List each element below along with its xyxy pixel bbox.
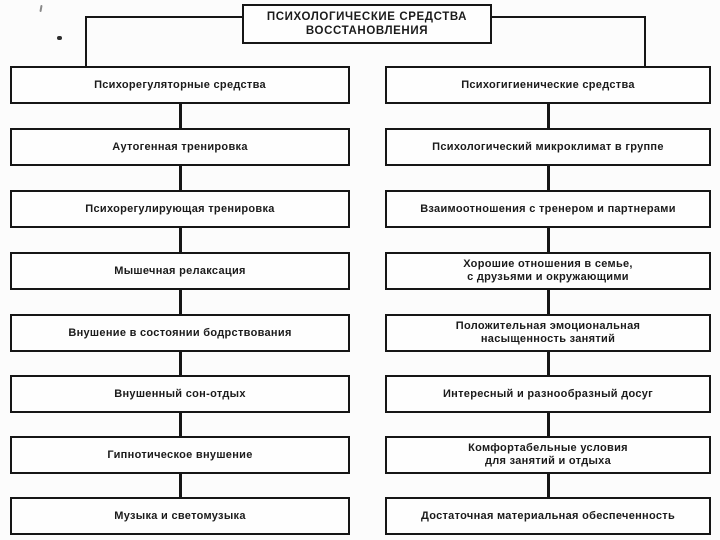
box-label: Комфортабельные условия для занятий и от… (468, 442, 628, 467)
box-label: Аутогенная тренировка (112, 140, 248, 153)
connector-line (546, 474, 550, 497)
box-label: Взаимоотношения с тренером и партнерами (420, 202, 676, 215)
flow-box-left-1: Аутогенная тренировка (10, 128, 350, 166)
connector-line (546, 104, 550, 128)
flow-box-left-2: Психорегулирующая тренировка (10, 190, 350, 228)
flow-box-right-4: Положительная эмоциональная насыщенность… (385, 314, 711, 352)
connector-line (178, 104, 182, 128)
connector-line (178, 290, 182, 314)
box-label: Психологический микроклимат в группе (432, 140, 664, 153)
diagram-title-box: ПСИХОЛОГИЧЕСКИЕ СРЕДСТВА ВОССТАНОВЛЕНИЯ (242, 4, 492, 44)
connector-line (178, 474, 182, 497)
column-right-header-box: Психогигиенические средства (385, 66, 711, 104)
column-left-header-box: Психорегуляторные средства (10, 66, 350, 104)
flow-box-left-4: Внушение в состоянии бодрствования (10, 314, 350, 352)
box-label: Психорегуляторные средства (94, 78, 266, 91)
flow-box-right-5: Интересный и разнообразный досуг (385, 375, 711, 413)
box-label: Психогигиенические средства (461, 78, 635, 91)
connector-line (492, 16, 646, 18)
connector-line (546, 166, 550, 190)
connector-line (546, 228, 550, 252)
connector-line (546, 290, 550, 314)
connector-line (644, 16, 646, 66)
connector-line (178, 228, 182, 252)
flow-box-left-7: Музыка и светомузыка (10, 497, 350, 535)
box-label: Гипнотическое внушение (107, 448, 253, 461)
box-label: Внушение в состоянии бодрствования (68, 326, 292, 339)
box-label: Мышечная релаксация (114, 264, 246, 277)
box-label: Интересный и разнообразный досуг (442, 387, 654, 400)
box-label: Психорегулирующая тренировка (85, 202, 275, 215)
box-label: Хорошие отношения в семье, с друзьями и … (463, 258, 633, 283)
diagram-title: ПСИХОЛОГИЧЕСКИЕ СРЕДСТВА ВОССТАНОВЛЕНИЯ (266, 11, 468, 37)
flow-box-right-1: Психологический микроклимат в группе (385, 128, 711, 166)
flow-box-right-7: Достаточная материальная обеспеченность (385, 497, 711, 535)
connector-line (85, 16, 87, 66)
connector-line (178, 166, 182, 190)
box-label: Достаточная материальная обеспеченность (420, 509, 676, 522)
connector-line (85, 16, 242, 18)
flow-box-left-6: Гипнотическое внушение (10, 436, 350, 474)
flow-box-right-3: Хорошие отношения в семье, с друзьями и … (385, 252, 711, 290)
connector-line (178, 413, 182, 436)
flow-box-right-6: Комфортабельные условия для занятий и от… (385, 436, 711, 474)
connector-line (546, 413, 550, 436)
flow-box-left-3: Мышечная релаксация (10, 252, 350, 290)
scan-artifact-mark (39, 4, 43, 13)
connector-line (178, 352, 182, 375)
connector-line (546, 352, 550, 375)
box-label: Положительная эмоциональная насыщенность… (455, 320, 641, 345)
scan-artifact-dot (57, 36, 62, 40)
flow-box-left-5: Внушенный сон-отдых (10, 375, 350, 413)
flow-box-right-2: Взаимоотношения с тренером и партнерами (385, 190, 711, 228)
box-label: Музыка и светомузыка (114, 509, 246, 522)
box-label: Внушенный сон-отдых (114, 387, 246, 400)
